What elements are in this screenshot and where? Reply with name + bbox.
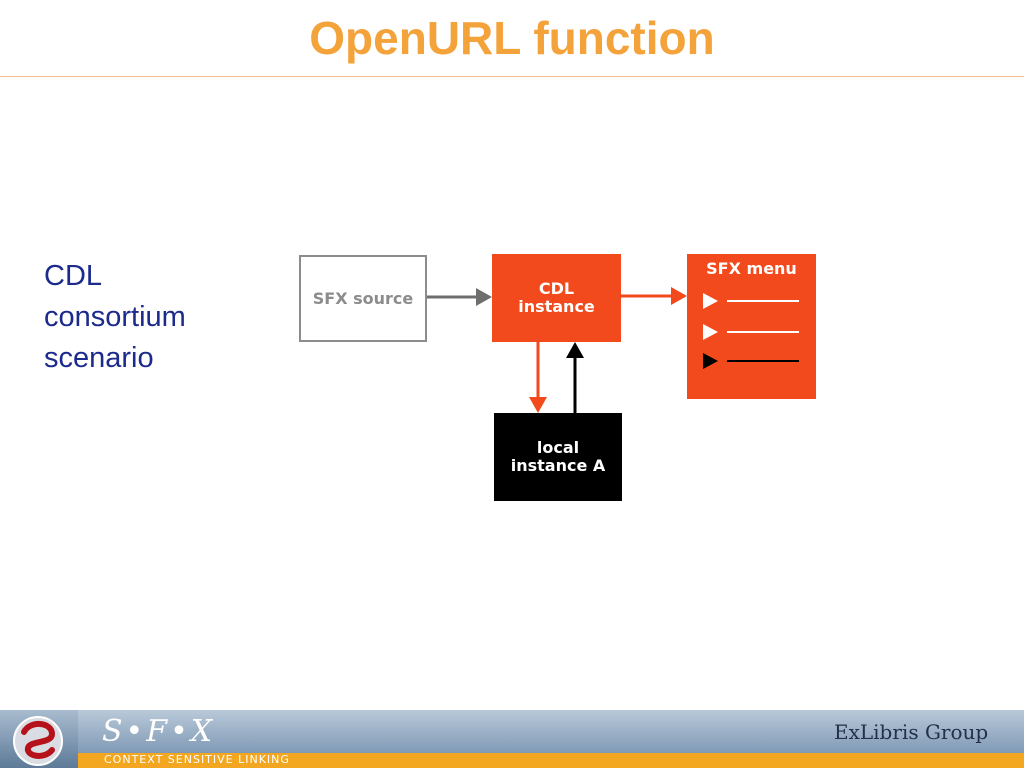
cdl-label-line2: instance <box>518 297 595 316</box>
arrowhead-cdl-to-menu <box>671 287 687 305</box>
local-label-line2: instance A <box>510 456 606 475</box>
play-icon <box>703 293 718 309</box>
scenario-caption: CDL consortium scenario <box>44 256 186 379</box>
menu-link-2 <box>703 324 799 340</box>
footer-tagline: CONTEXT SENSITIVE LINKING <box>104 753 290 766</box>
play-icon <box>703 324 718 340</box>
sfx-logo <box>0 710 78 768</box>
sfx-source-label: SFX source <box>312 288 414 308</box>
sfx-source-box: SFX source <box>299 255 427 342</box>
caption-line-3: scenario <box>44 342 154 374</box>
title-divider <box>0 76 1024 77</box>
caption-line-2: consortium <box>44 301 186 333</box>
arrowhead-cdl-to-local <box>529 397 547 413</box>
menu-link-3 <box>703 353 799 369</box>
exlibris-logo: ExLibris Group <box>834 720 989 744</box>
local-instance-box: local instance A <box>494 413 622 501</box>
cdl-instance-box: CDL instance <box>492 254 621 342</box>
footer-tagline-strip <box>78 753 1024 768</box>
footer-bar <box>0 710 1024 768</box>
slide-title: OpenURL function <box>309 12 715 64</box>
menu-link-1 <box>703 293 799 309</box>
cdl-label-line1: CDL <box>538 279 575 298</box>
sfx-logo-icon <box>13 716 63 766</box>
play-icon <box>703 353 718 369</box>
arrowhead-source-to-cdl <box>476 288 492 306</box>
arrowhead-local-to-cdl <box>566 342 584 358</box>
local-label-line1: local <box>536 438 580 457</box>
sfx-menu-title: SFX menu <box>706 259 797 278</box>
menu-links <box>703 293 799 369</box>
footer-brand: S•F•X <box>102 714 216 749</box>
caption-line-1: CDL <box>44 260 103 292</box>
sfx-menu-box: SFX menu <box>687 254 816 399</box>
